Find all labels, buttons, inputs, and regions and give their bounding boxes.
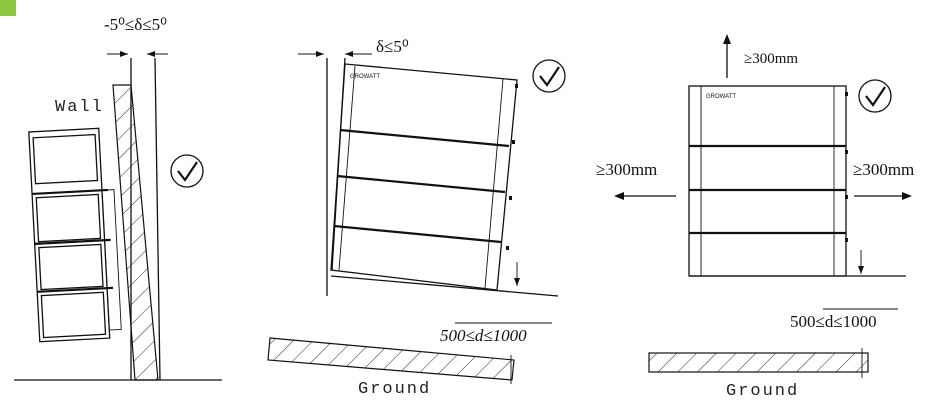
angle-label: -5⁰≤δ≤5⁰ xyxy=(104,15,167,34)
distance-label: 500≤d≤1000 xyxy=(790,312,877,331)
wall-label: Wall xyxy=(55,98,104,117)
svg-text:GROWATT: GROWATT xyxy=(350,74,380,80)
panel-middle: δ≤5⁰ GROWATT 500≤d≤1000 xyxy=(267,37,566,399)
corner-accent xyxy=(0,0,16,16)
distance-label: 500≤d≤1000 xyxy=(440,326,527,345)
svg-text:GROWATT: GROWATT xyxy=(706,94,736,100)
left-clearance-label: ≥300mm xyxy=(596,160,657,179)
battery-stack-left xyxy=(28,127,122,343)
top-clearance-label: ≥300mm xyxy=(744,51,798,67)
delta-label: δ≤5⁰ xyxy=(376,37,409,56)
ground-hatch xyxy=(267,337,515,381)
panel-right: ≥300mm ≥300mm ≥300mm GROWATT xyxy=(596,34,914,401)
ground-label: Ground xyxy=(726,382,799,401)
ground-hatch xyxy=(648,352,869,373)
check-circle-icon xyxy=(170,154,204,188)
wall-hatch xyxy=(112,84,159,381)
panel-left: -5⁰≤δ≤5⁰ Wall xyxy=(14,15,222,381)
right-clearance-label: ≥300mm xyxy=(853,160,914,179)
check-circle-icon xyxy=(532,59,566,93)
ground-label: Ground xyxy=(358,380,431,399)
battery-stack-right: GROWATT xyxy=(688,85,848,277)
check-circle-icon xyxy=(858,79,892,113)
battery-stack-middle: GROWATT xyxy=(330,63,518,291)
